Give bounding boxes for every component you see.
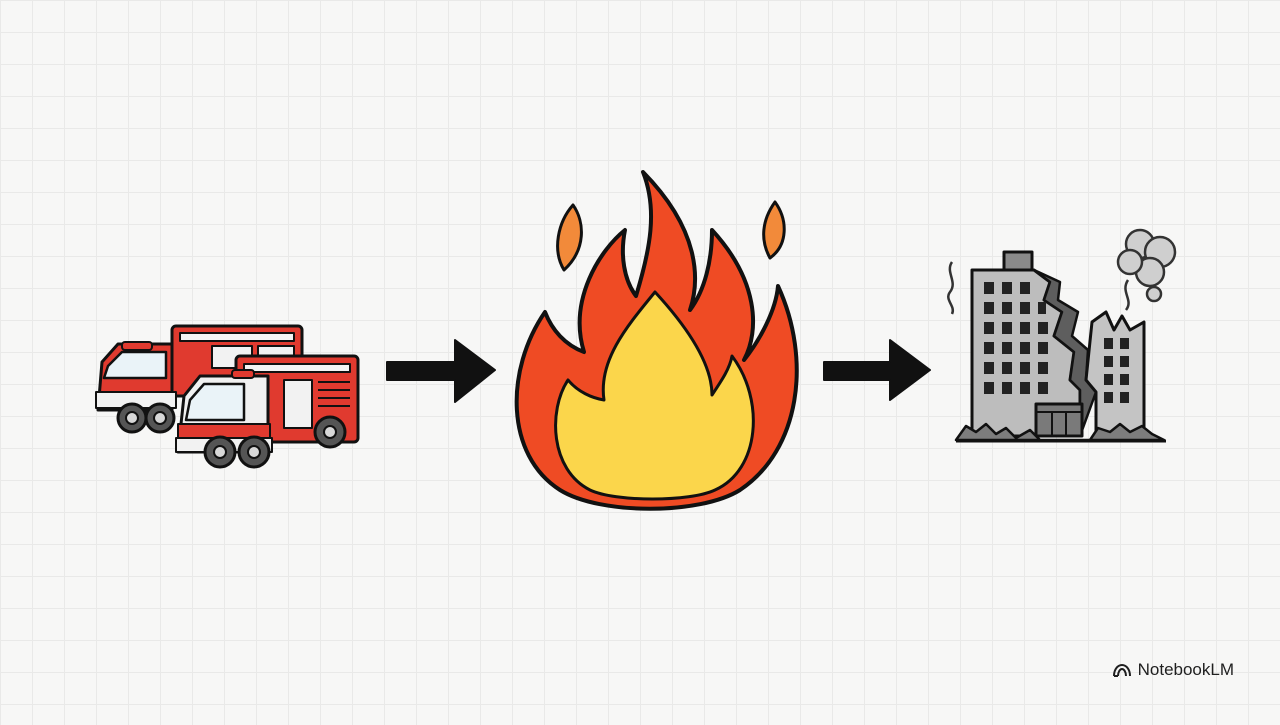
notebooklm-watermark: NotebookLM bbox=[1112, 660, 1234, 680]
flame-icon bbox=[514, 170, 799, 511]
fire-truck-front bbox=[175, 354, 360, 469]
arrow-right-icon bbox=[386, 339, 496, 403]
smoke-icon bbox=[947, 228, 1177, 315]
collapsed-building-icon bbox=[947, 228, 1177, 443]
notebooklm-label: NotebookLM bbox=[1137, 660, 1234, 679]
notebooklm-logo-icon bbox=[1112, 663, 1132, 677]
arrow-right-icon bbox=[823, 339, 931, 401]
fire-truck-icon bbox=[95, 324, 360, 469]
